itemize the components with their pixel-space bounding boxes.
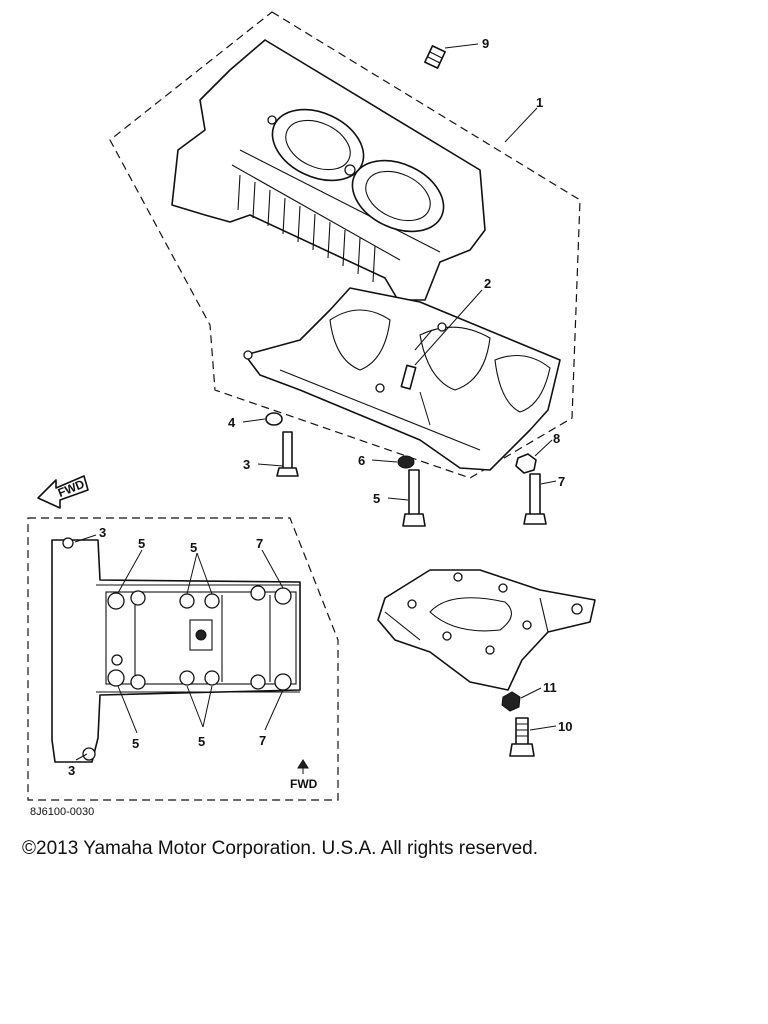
fwd-arrow-main: FWD [37,475,89,509]
callout-1: 1 [536,95,543,110]
callout-9: 9 [482,36,489,51]
dowel-pin-part-2 [400,364,417,390]
callout-8: 8 [553,431,560,446]
callout-11: 11 [543,680,557,695]
inset-callout-5-center-top: 5 [190,540,197,555]
inset-callout-7-bottom: 7 [259,733,266,748]
nut-part-11 [501,691,521,712]
inset-callout-3-bottom: 3 [68,763,75,778]
bottom-view-crankcase [51,537,301,763]
callout-10: 10 [558,719,572,734]
bolt-part-5 [402,469,426,527]
callout-3: 3 [243,457,250,472]
callout-4: 4 [228,415,236,430]
washer-part-4 [265,412,283,426]
bolt-part-3 [276,431,299,477]
bottom-view-inset-outline [27,517,339,801]
inset-callout-7-top: 7 [256,536,263,551]
inset-callout-5-center-bottom: 5 [198,734,205,749]
callout-5: 5 [373,491,380,506]
inset-callout-5-left-top: 5 [138,536,145,551]
fwd-arrow-inset: FWD [290,759,318,791]
copyright-notice: ©2013 Yamaha Motor Corporation. U.S.A. A… [22,838,538,859]
crankcase-assembly-outline [109,11,581,479]
callout-6: 6 [358,453,365,468]
svg-text:FWD: FWD [290,777,318,791]
drawing-code: 8J6100-0030 [30,806,94,818]
bracket-plate [377,569,596,691]
stud-part-7 [523,473,547,525]
plug-part-9 [424,45,446,69]
bolt-part-10 [509,717,535,757]
callout-2: 2 [484,276,491,291]
inset-callout-3-top: 3 [99,525,106,540]
inset-callout-5-left-bottom: 5 [132,736,139,751]
upper-crankcase-half [171,39,486,301]
nut-part-8 [515,453,537,474]
callout-7: 7 [558,474,565,489]
washer-part-6 [397,455,415,469]
